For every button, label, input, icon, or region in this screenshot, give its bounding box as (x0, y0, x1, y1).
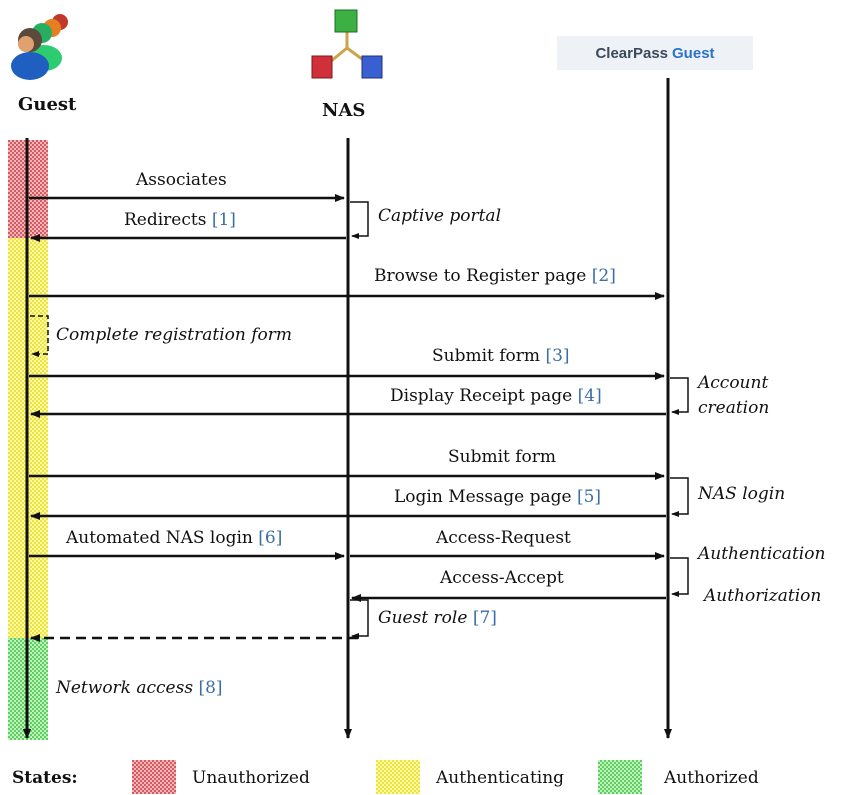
guest-label: Guest (18, 94, 77, 115)
label-access-accept: Access-Accept (440, 568, 564, 588)
ref-6: [6] (258, 528, 283, 548)
ref-7: [7] (472, 608, 497, 628)
legend-unauthorized: Unauthorized (192, 768, 310, 788)
label-authentication: Authentication (698, 544, 826, 564)
guest-people-icon (11, 14, 68, 80)
clearpass-guest-logo: ClearPass Guest (557, 36, 753, 70)
self-arrow-complete-form (30, 315, 49, 357)
self-arrow-authentication (670, 557, 689, 597)
legend-swatch-authenticating (376, 760, 420, 794)
label-login-message: Login Message page [5] (394, 487, 601, 507)
ref-2: [2] (591, 266, 616, 286)
self-arrow-captive-portal (350, 201, 369, 239)
nas-label: NAS (322, 100, 366, 121)
label-browse: Browse to Register page [2] (374, 266, 616, 286)
self-arrow-account-creation (670, 377, 689, 415)
label-network-access: Network access [8] (56, 678, 223, 698)
clearpass-logo-guest-text: Guest (672, 44, 715, 62)
label-guest-role: Guest role [7] (378, 608, 497, 628)
ref-4: [4] (577, 386, 602, 406)
label-submit-form-1-text: Submit form (432, 346, 541, 366)
label-nas-login: NAS login (698, 484, 786, 504)
label-submit-form-2: Submit form (448, 447, 557, 467)
label-submit-form-1: Submit form [3] (432, 346, 570, 366)
label-login-message-text: Login Message page (394, 487, 572, 507)
label-redirects-text: Redirects (124, 210, 207, 230)
self-arrow-nas-login (670, 477, 689, 517)
label-captive-portal: Captive portal (378, 206, 502, 226)
label-complete-form: Complete registration form (56, 325, 292, 345)
label-display-receipt: Display Receipt page [4] (390, 386, 602, 406)
label-authorization: Authorization (704, 586, 822, 606)
ref-5: [5] (576, 487, 602, 507)
label-browse-text: Browse to Register page (374, 266, 587, 286)
ref-3: [3] (545, 346, 570, 366)
self-arrow-guest-role (350, 599, 369, 639)
label-creation: creation (698, 398, 770, 418)
legend-authorized: Authorized (664, 768, 759, 788)
label-guest-role-text: Guest role (378, 608, 468, 628)
label-access-request: Access-Request (436, 528, 571, 548)
label-automated-login-text: Automated NAS login (66, 528, 253, 548)
label-network-access-text: Network access (56, 678, 194, 698)
clearpass-logo-text: ClearPass (595, 44, 669, 62)
label-associates: Associates (136, 170, 227, 190)
ref-1: [1] (211, 210, 236, 230)
legend-swatch-unauthorized (132, 760, 176, 794)
legend-authenticating: Authenticating (436, 768, 565, 788)
label-display-receipt-text: Display Receipt page (390, 386, 573, 406)
label-automated-login: Automated NAS login [6] (66, 528, 282, 548)
nas-cubes-icon (311, 9, 383, 79)
label-account: Account (698, 373, 769, 393)
legend-swatch-authorized (598, 760, 642, 794)
legend-title: States: (12, 768, 78, 788)
label-redirects: Redirects [1] (124, 210, 236, 230)
ref-8: [8] (198, 678, 223, 698)
